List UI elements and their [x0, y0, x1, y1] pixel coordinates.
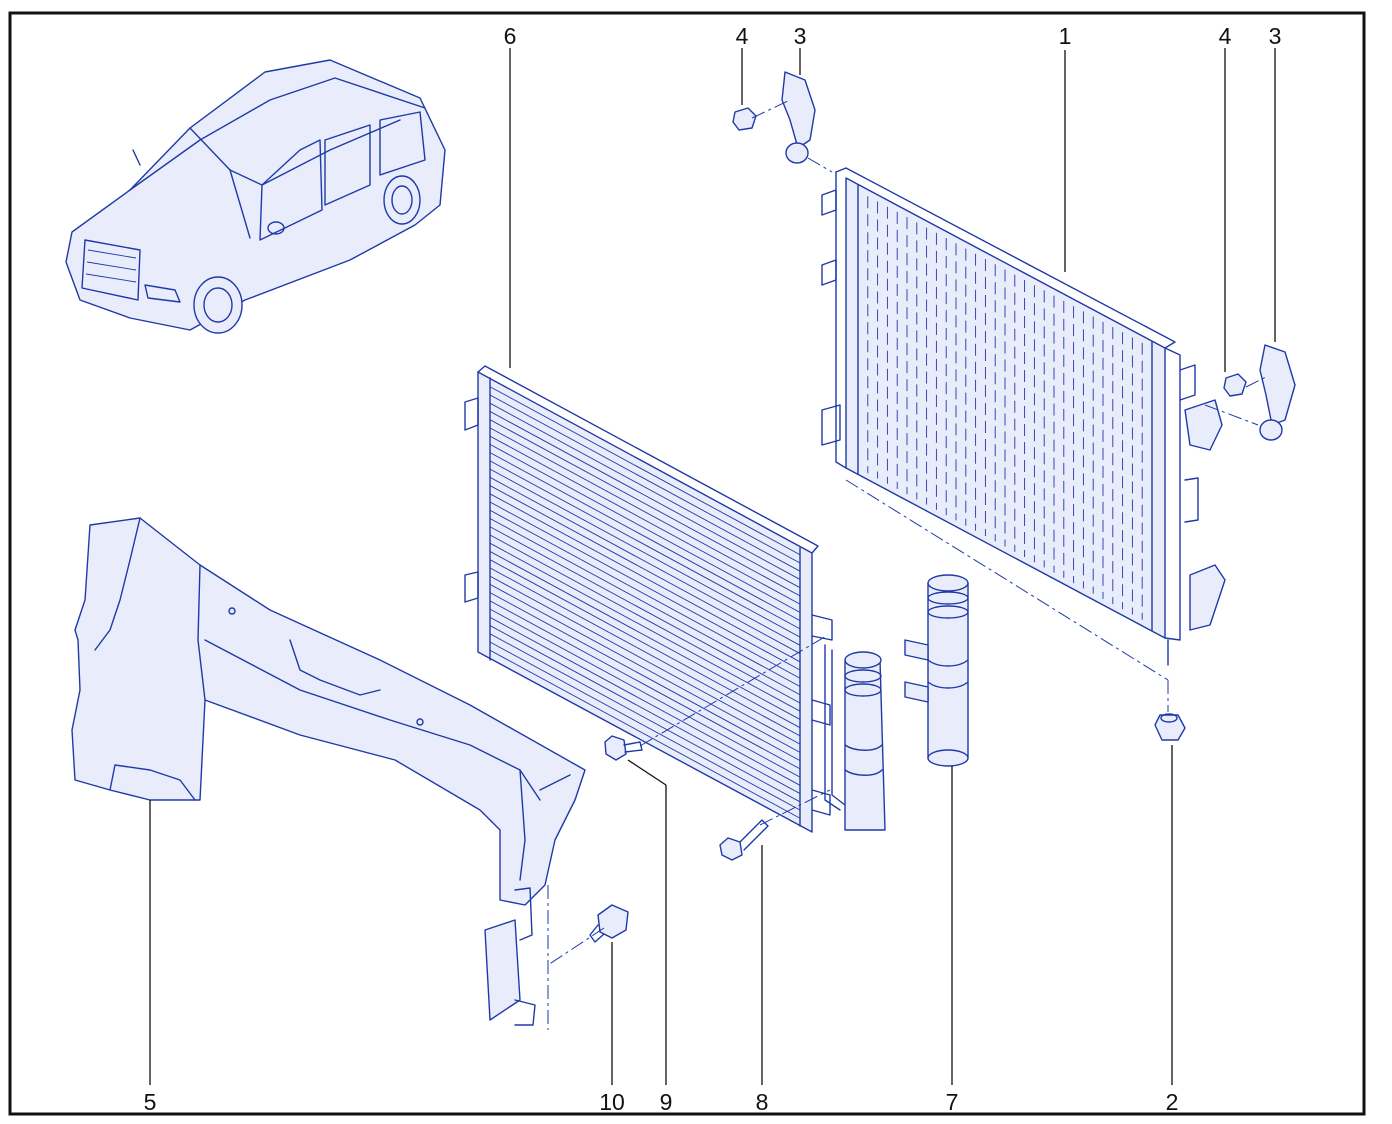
callout-10: 10: [599, 1089, 625, 1115]
condenser-fin-line: [489, 452, 801, 622]
condenser-fin-line: [489, 427, 801, 597]
condenser-fins: [489, 386, 801, 819]
callout-8: 8: [756, 1089, 769, 1115]
part-7-receiver-drier: [904, 574, 969, 767]
callout-4-left: 4: [736, 23, 749, 49]
callout-4-right: 4: [1219, 23, 1232, 49]
callout-3-left: 3: [794, 23, 807, 49]
condenser-fin-line: [489, 402, 801, 572]
condenser-fin-line: [489, 526, 801, 696]
leader-lines: [149, 48, 1276, 1085]
part-3-bracket-left: [781, 71, 816, 164]
radiator-fins: [867, 196, 1143, 620]
condenser-fin-line: [489, 394, 801, 564]
condenser-fin-line: [489, 542, 801, 712]
callout-6: 6: [504, 23, 517, 49]
condenser-fin-line: [489, 386, 801, 556]
condenser-fin-line: [489, 411, 801, 580]
condenser-receiver-drier: [824, 644, 886, 831]
condenser-fin-line: [489, 551, 801, 720]
part-9-bolt: [604, 735, 643, 761]
part-4-nut-right: [1223, 373, 1247, 397]
callout-2: 2: [1166, 1089, 1179, 1115]
callout-labels: 1 2 3 3 4 4 5 6 7 8 9 10: [144, 23, 1282, 1115]
condenser-fin-line: [489, 592, 801, 762]
condenser-fin-line: [489, 600, 801, 770]
part-4-nut-left: [732, 107, 757, 131]
condenser-fin-line: [489, 509, 801, 679]
condenser-fin-line: [489, 649, 801, 819]
condenser-fin-line: [489, 625, 801, 794]
condenser-fin-line: [489, 493, 801, 663]
condenser-fin-line: [489, 559, 801, 729]
condenser-fin-line: [489, 575, 801, 745]
condenser-fin-line: [489, 633, 801, 803]
callout-9: 9: [660, 1089, 673, 1115]
condenser-fin-line: [489, 476, 801, 646]
part-2-rubber-mount: [1154, 713, 1186, 741]
callout-5: 5: [144, 1089, 157, 1115]
callout-1: 1: [1059, 23, 1072, 49]
condenser-fin-line: [489, 616, 801, 786]
condenser-fin-line: [489, 641, 801, 811]
condenser-fin-line: [489, 534, 801, 704]
condenser-fin-line: [489, 583, 801, 753]
condenser-fin-line: [489, 485, 801, 654]
condenser-fin-line: [489, 567, 801, 737]
condenser-fin-line: [489, 443, 801, 613]
part-1-radiator: [821, 167, 1226, 666]
part-8-screw: [719, 819, 769, 861]
condenser-fin-line: [489, 435, 801, 605]
part-10-clip: [589, 904, 629, 943]
car-illustration: [65, 59, 446, 334]
condenser-fin-line: [489, 419, 801, 589]
diagram-frame: [8, 11, 1366, 1116]
part-3-bracket-right: [1259, 344, 1296, 441]
condenser-fin-line: [489, 460, 801, 630]
condenser-fin-line: [489, 501, 801, 671]
condenser-fin-line: [489, 608, 801, 778]
part-6-condenser: [464, 365, 833, 833]
condenser-fin-line: [489, 518, 801, 687]
condenser-fin-line: [489, 468, 801, 638]
callout-3-right: 3: [1269, 23, 1282, 49]
part-5-air-deflector: [71, 517, 586, 1026]
assembly-lines: [547, 99, 1269, 1030]
callout-7: 7: [946, 1089, 959, 1115]
